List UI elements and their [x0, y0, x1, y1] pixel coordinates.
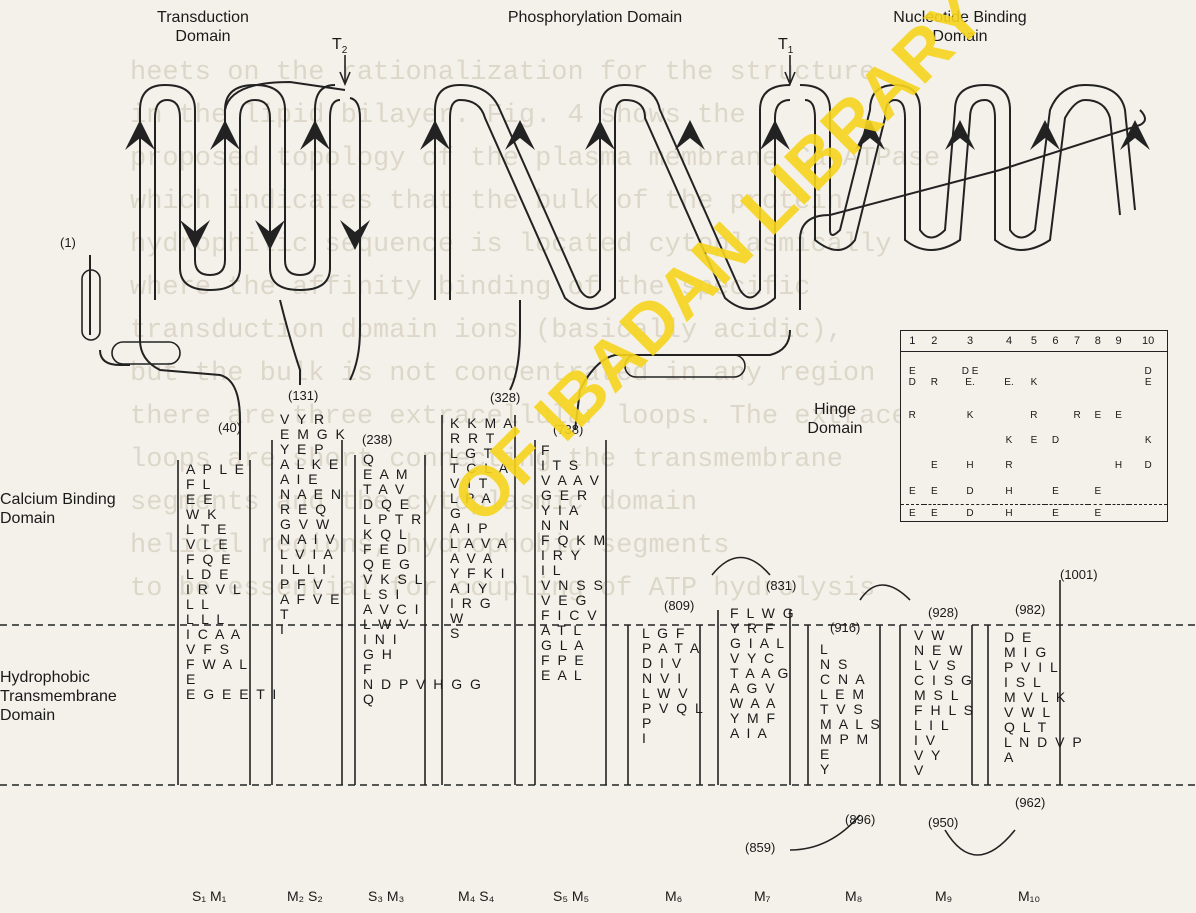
calcium-domain-label: Calcium Binding Domain	[0, 490, 160, 528]
connector-pill	[112, 342, 180, 364]
segment-label: M₁₀	[1018, 888, 1040, 904]
residue-number: (982)	[1015, 602, 1045, 617]
residue-number: (809)	[664, 598, 694, 613]
t2-label: T2	[332, 35, 347, 60]
helix-residues-m2: V Y R E M G K Y E P A L K E A I E N A E …	[280, 412, 347, 637]
segment-label: M₇	[754, 888, 770, 904]
loop-m9-m10-bottom	[945, 830, 1015, 855]
loop-m6-m7	[712, 558, 770, 576]
residue-number: (1)	[60, 235, 76, 250]
residue-number: (831)	[766, 578, 796, 593]
helix-arrows	[125, 120, 1150, 250]
helix-residues-m6: L G F P A T A D I V N V I L W V P V Q L …	[642, 626, 705, 746]
residue-number: (962)	[1015, 795, 1045, 810]
hinge-domain-label: Hinge Domain	[790, 400, 880, 438]
helix-residues-m10: D E M I G P V I L I S L M V L K V W L Q …	[1004, 630, 1084, 765]
residue-number: (950)	[928, 815, 958, 830]
hydrophobic-domain-label: Hydrophobic Transmembrane Domain	[0, 668, 160, 725]
residue-number: (859)	[745, 840, 775, 855]
phosphorylation-domain-label: Phosphorylation Domain	[455, 8, 735, 27]
segment-label: M₆	[665, 888, 682, 904]
residue-number: (916)	[830, 620, 860, 635]
residue-number: (1001)	[1060, 567, 1098, 582]
helix-residues-m8: L N S C N A L E M T V S M A L S M P M E …	[820, 642, 882, 777]
segment-label: M₂ S₂	[287, 888, 323, 904]
segment-label: S₅ M₅	[553, 888, 589, 904]
residue-number: (896)	[845, 812, 875, 827]
segment-label: M₉	[935, 888, 952, 904]
helix-residues-m9: V W N E W L V S C I S G M S L F H L S L …	[914, 628, 975, 778]
segment-label: S₃ M₃	[368, 888, 404, 904]
residue-number: (928)	[928, 605, 958, 620]
loop-m8-m9	[860, 585, 910, 600]
helix-residues-m7: F L W G Y R F G I A L V Y C T A A G A G …	[730, 606, 796, 741]
residue-number: (131)	[288, 388, 318, 403]
residue-number: (238)	[362, 432, 392, 447]
segment-label: M₈	[845, 888, 862, 904]
t1-label: T1	[778, 35, 793, 60]
segment-label: M₄ S₄	[458, 888, 494, 904]
transduction-domain-label: Transduction Domain	[128, 8, 278, 46]
residue-number: (40)	[218, 420, 241, 435]
segment-label: S₁ M₁	[192, 888, 226, 904]
helix-residues-m1: A P L E F L E E W K L T E V L E F Q E L …	[186, 462, 278, 702]
